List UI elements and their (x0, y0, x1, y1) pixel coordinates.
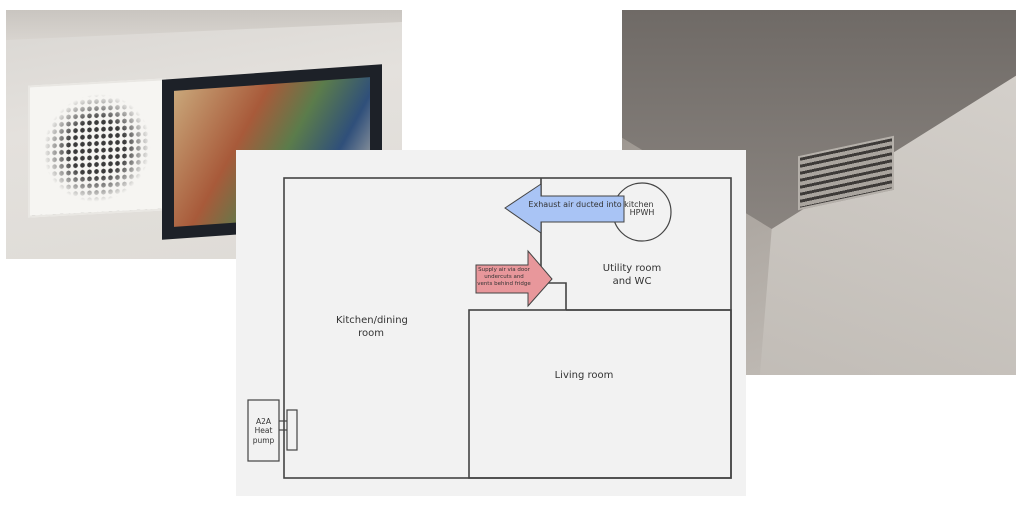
round-vent-grille (28, 78, 166, 218)
floor-plan-diagram: Exhaust air ducted into kitchen HPWH Sup… (236, 150, 746, 496)
heat-pump-label: A2A Heat pump (252, 417, 275, 445)
living-room-walls (468, 309, 732, 479)
photo-exhaust-grille-with-painting (6, 10, 402, 259)
living-room-label: Living room (554, 370, 614, 381)
exhaust-label: Exhaust air ducted into kitchen (528, 200, 654, 209)
supply-label: Supply air via door undercuts and vents … (477, 267, 531, 287)
supply-air-arrow (475, 249, 553, 308)
exhaust-air-arrow (504, 183, 625, 234)
utility-room-label: Utility room and WC (602, 263, 662, 287)
floor-plan-svg (247, 177, 732, 479)
ceiling (6, 10, 402, 40)
hpwh-label: HPWH (629, 208, 655, 217)
heat-pump-indoor-unit (286, 409, 298, 451)
utility-corner-wall (541, 282, 567, 310)
kitchen-dining-label: Kitchen/dining room (336, 315, 408, 339)
